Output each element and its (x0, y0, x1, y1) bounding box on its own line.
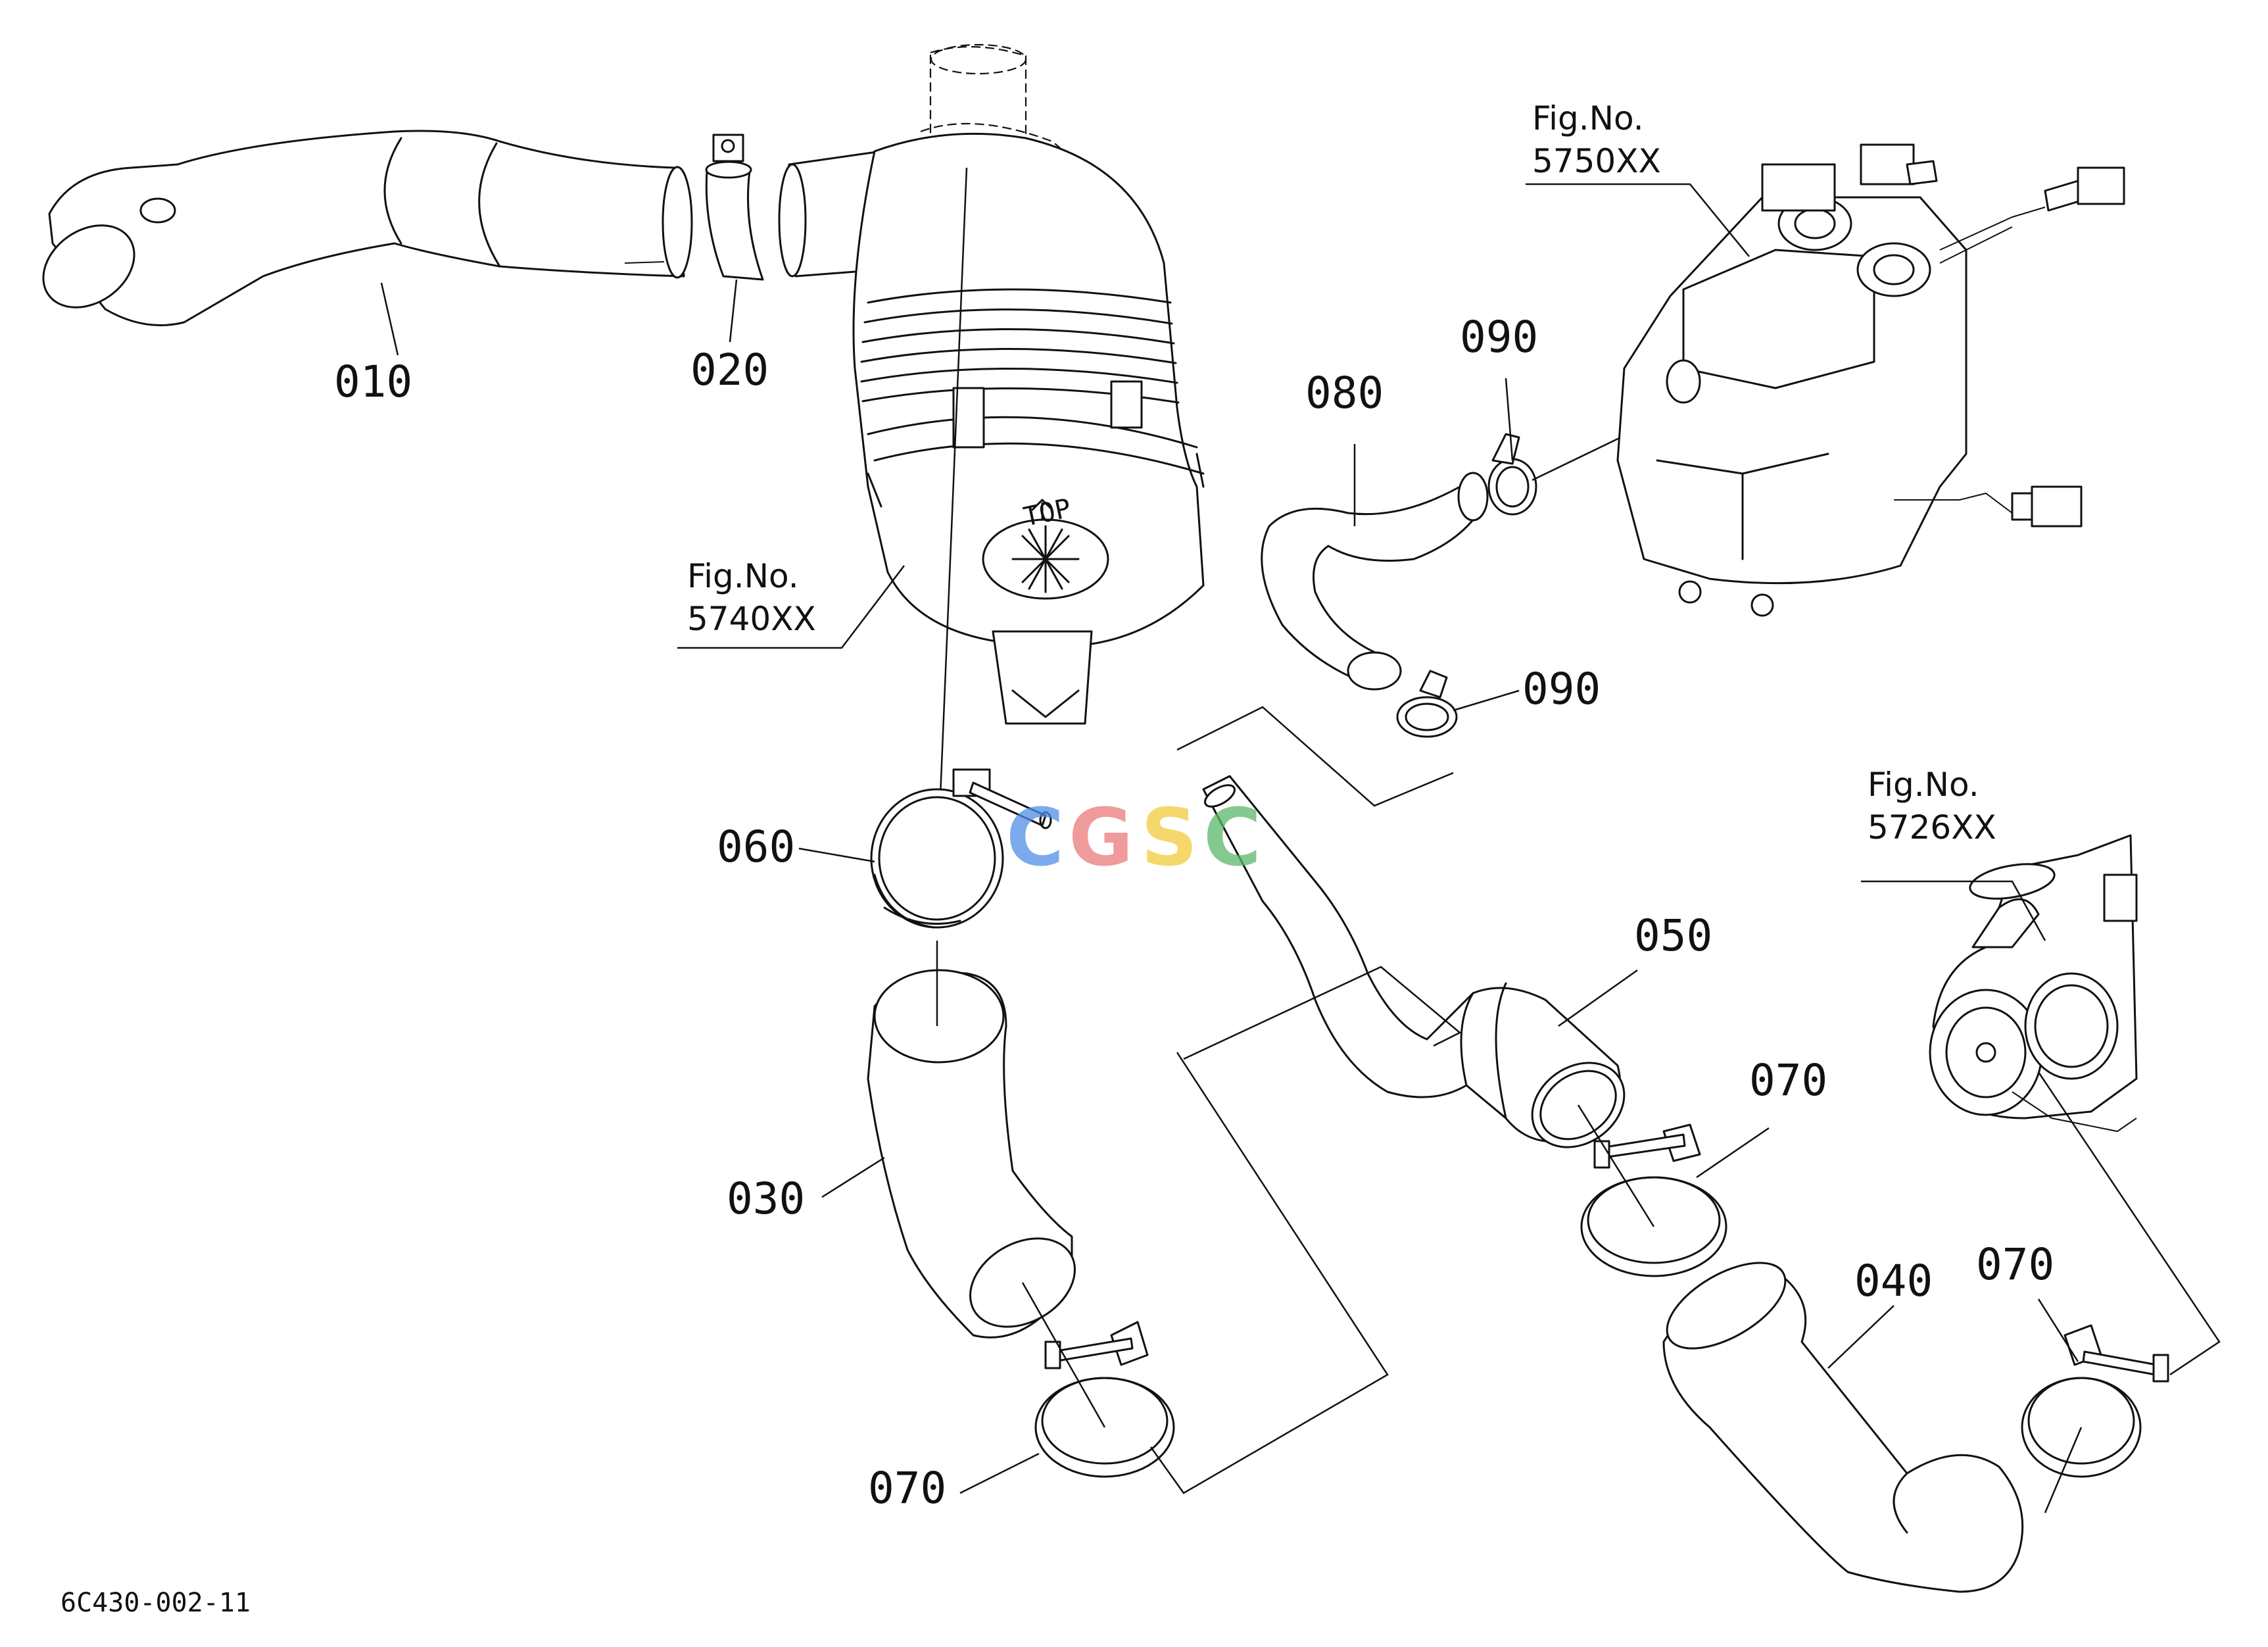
leader-090-b (1453, 689, 1520, 712)
part-label-010: 010 (334, 356, 412, 407)
leader-090-a (1505, 378, 1514, 461)
part-label-050: 050 (1634, 910, 1712, 961)
leader-020 (729, 279, 738, 343)
leader-060 (798, 847, 875, 863)
leader-070-c (2037, 1298, 2079, 1362)
hose-030 (867, 941, 1076, 1339)
leader-030 (821, 1156, 885, 1198)
air-cleaner-assembly: TOP (778, 43, 1205, 875)
watermark-letter-2: G (1069, 793, 1134, 884)
drawing-code: 6C430-002-11 (60, 1588, 251, 1618)
clamp-070-c (2021, 1324, 2169, 1513)
leader-070-a (959, 1452, 1040, 1494)
part-label-040: 040 (1854, 1256, 1933, 1306)
leader-010 (380, 282, 399, 356)
clamp-090-b (1396, 670, 1458, 738)
leader-070-b (1696, 1127, 1770, 1179)
part-label-070-b: 070 (1749, 1055, 1827, 1106)
hose-040 (1662, 1262, 2024, 1593)
leader-040 (1827, 1305, 1894, 1369)
fig-ref-5740-number: 5740XX (687, 600, 816, 638)
intake-duct-010 (42, 130, 693, 326)
watermark-letter-4: C (1203, 793, 1261, 884)
hose-080 (1261, 472, 1489, 691)
turbocharger-assembly (1929, 834, 2221, 1376)
clamp-090-a (1487, 387, 1724, 516)
part-label-090-a: 090 (1460, 312, 1538, 362)
clamp-070-b (1577, 1104, 1727, 1277)
watermark-letter-1: C (1006, 793, 1064, 884)
pipe-route-line-upper (1176, 706, 1454, 807)
part-label-070-c: 070 (1976, 1239, 2054, 1290)
fig-ref-5726-label: Fig.No. (1868, 766, 1979, 804)
part-label-080: 080 (1305, 368, 1384, 418)
watermark-letter-3: S (1141, 793, 1197, 884)
fig-ref-5750-label: Fig.No. (1532, 99, 1644, 137)
part-label-060: 060 (717, 822, 795, 872)
tube-050 (1202, 775, 1626, 1148)
clamp-060 (870, 768, 1052, 929)
fig-ref-5726-number: 5726XX (1868, 808, 1996, 847)
part-label-070-a: 070 (868, 1463, 946, 1513)
leader-050 (1558, 969, 1638, 1027)
leader-fig-5726 (1861, 880, 2046, 941)
fig-ref-5740-label: Fig.No. (687, 557, 799, 595)
leader-fig-5750 (1526, 183, 1750, 257)
pipe-route-line-bottom (1149, 1052, 1389, 1494)
clamp-020 (705, 134, 764, 281)
part-label-090-b: 090 (1522, 664, 1601, 714)
intake-throttle-assembly (1616, 143, 2125, 617)
fig-ref-5750-number: 5750XX (1532, 142, 1661, 180)
leader-fig-5740 (677, 565, 905, 649)
part-label-020: 020 (690, 345, 769, 395)
pipe-route-line-lower (1183, 966, 1462, 1060)
clamp-070-a (1021, 1282, 1175, 1478)
part-label-030: 030 (727, 1173, 805, 1224)
watermark-logo: C G S C (1006, 793, 1261, 884)
